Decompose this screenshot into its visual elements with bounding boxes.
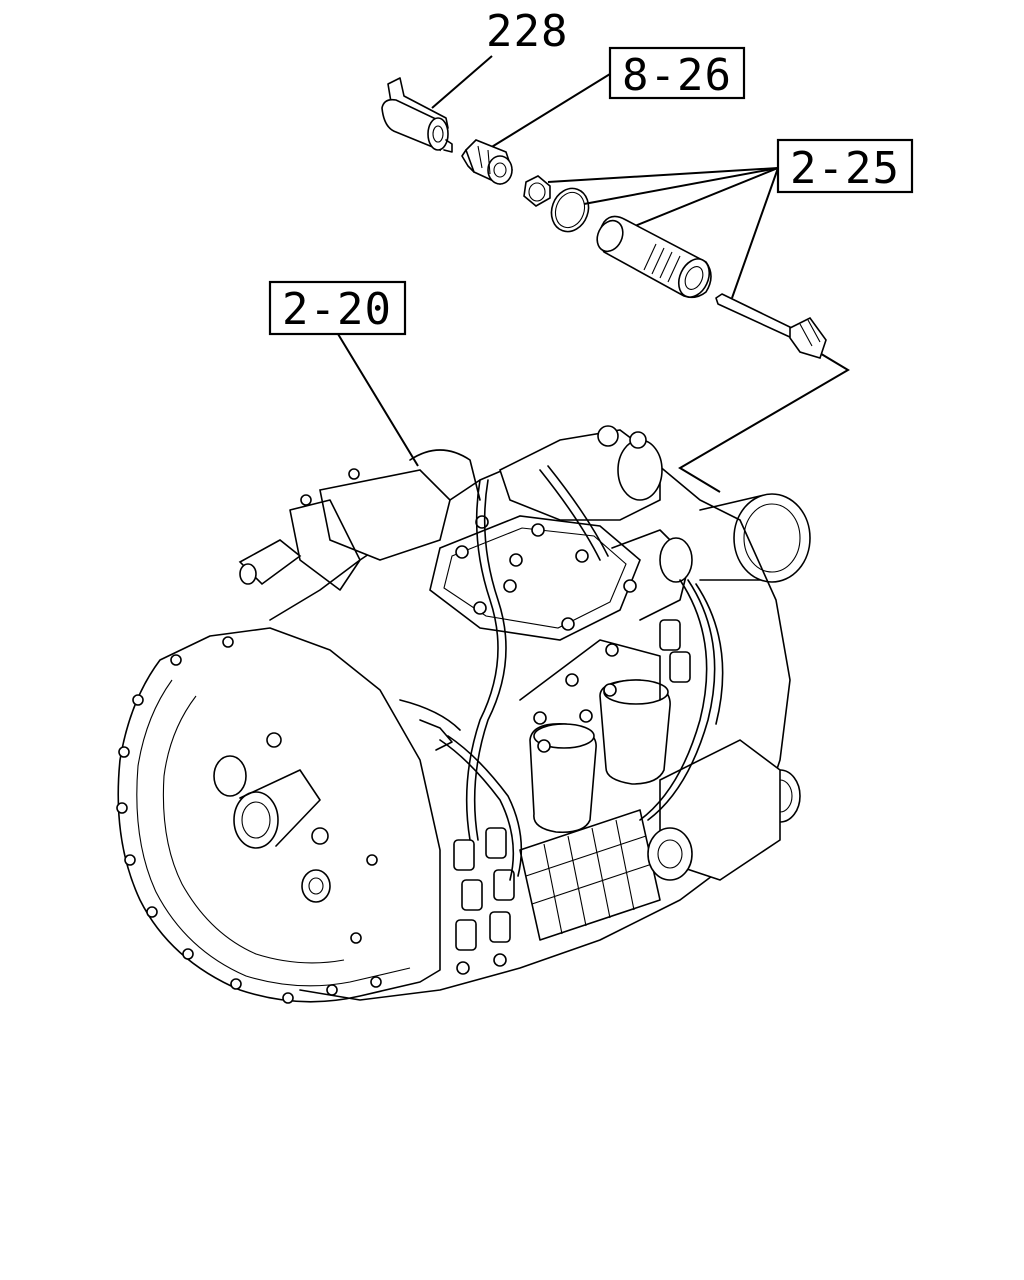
leader-2-25-collar — [547, 167, 779, 183]
ribbed-housing — [519, 809, 661, 941]
callout-2-20-box — [268, 280, 407, 336]
leader-2-25-oring — [583, 167, 779, 205]
input-shaft — [213, 732, 331, 903]
rear-lower-housing — [647, 739, 781, 881]
callout-2-20[interactable]: 2-20 — [268, 280, 407, 336]
leader-lines — [337, 55, 850, 493]
top-cover — [429, 515, 641, 641]
part-8-26-speed-sensor[interactable] — [461, 139, 513, 185]
leader-shaft-to-housing — [678, 345, 850, 493]
leader-8-26 — [489, 73, 611, 149]
shift-cylinders-lower — [519, 639, 671, 834]
callout-8-26[interactable]: 8-26 — [608, 46, 746, 101]
callout-228[interactable]: 228 — [486, 6, 568, 57]
part-228-sensor-bracket[interactable] — [381, 77, 453, 153]
bell-housing-bolts — [116, 636, 382, 1004]
leader-2-25-sleeve — [619, 167, 779, 233]
solenoid-valves — [453, 619, 691, 975]
bell-housing — [117, 627, 441, 1003]
part-2-25-drive-assembly[interactable] — [523, 175, 827, 359]
callout-8-26-box — [608, 46, 746, 100]
leader-2-20 — [337, 333, 419, 467]
air-lines — [399, 465, 724, 881]
callout-228-text: 228 — [486, 6, 568, 57]
callout-2-20-text: 2-20 — [282, 284, 392, 335]
callout-2-25-text: 2-25 — [790, 143, 900, 194]
leader-228 — [431, 55, 493, 109]
leader-2-25-shaft — [731, 167, 779, 299]
callout-2-25-box — [776, 138, 914, 194]
shift-cylinder-upper — [499, 425, 693, 621]
part-2-20-transmission[interactable] — [116, 425, 811, 1004]
callout-2-25[interactable]: 2-25 — [776, 138, 914, 194]
valve-bracket — [238, 449, 481, 591]
callout-8-26-text: 8-26 — [622, 50, 732, 101]
